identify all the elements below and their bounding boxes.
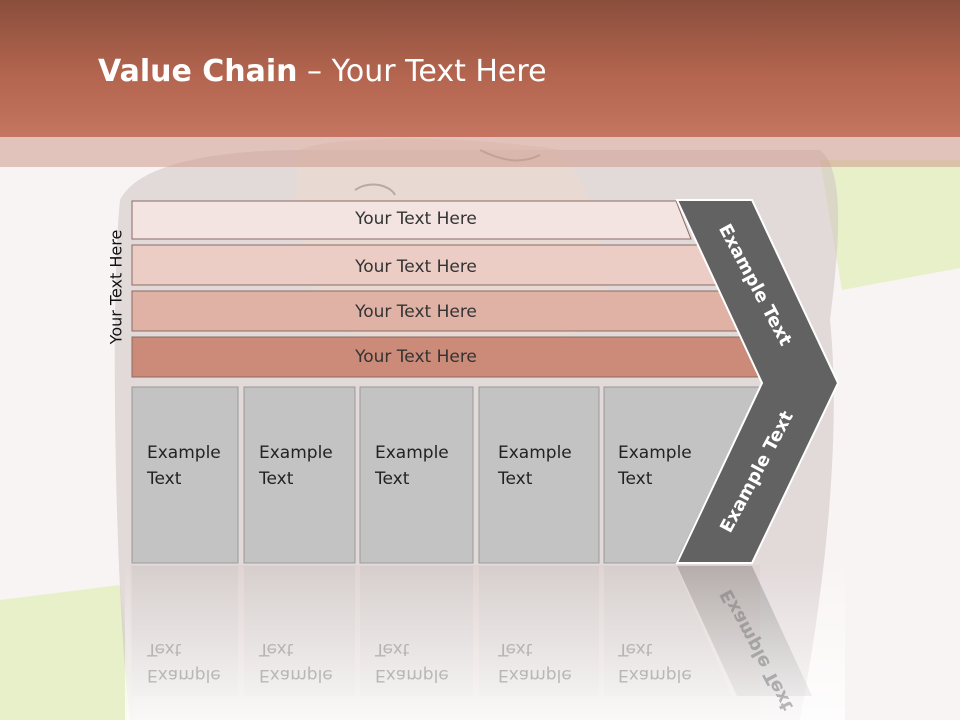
- box-1-line1: Example: [147, 443, 221, 463]
- box-4: [478, 386, 600, 564]
- box-1-reflection-line2: Text: [147, 639, 182, 659]
- box-1-line2: Text: [147, 469, 182, 489]
- box-3-reflection: Example Text: [375, 636, 475, 688]
- box-1-reflection: Example Text: [147, 636, 247, 688]
- box-2-line2: Text: [259, 469, 294, 489]
- box-3-reflection-line1: Example: [375, 665, 449, 685]
- bar-2-label: Your Text Here: [355, 257, 477, 277]
- box-5-line2: Text: [618, 469, 653, 489]
- box-4-reflection-line1: Example: [498, 665, 572, 685]
- slide-title: Value Chain – Your Text Here: [98, 54, 547, 89]
- bar-1-label: Your Text Here: [355, 209, 477, 229]
- box-1: [131, 386, 239, 564]
- box-2-reflection-line2: Text: [259, 639, 294, 659]
- box-5-line1: Example: [618, 443, 692, 463]
- box-3: [359, 386, 474, 564]
- title-rest: – Your Text Here: [297, 54, 547, 89]
- box-4-reflection: Example Text: [498, 636, 598, 688]
- box-2-line1: Example: [259, 443, 333, 463]
- bar-1: [131, 200, 692, 240]
- box-3-line2: Text: [375, 469, 410, 489]
- title-bold: Value Chain: [98, 54, 298, 89]
- header-subband: [0, 137, 960, 167]
- bar-3-label: Your Text Here: [355, 302, 477, 322]
- box-2-reflection-line1: Example: [259, 665, 333, 685]
- box-5-reflection-line2: Text: [618, 639, 653, 659]
- box-2: [243, 386, 356, 564]
- bar-4-label: Your Text Here: [355, 347, 477, 367]
- box-3-line1: Example: [375, 443, 449, 463]
- box-2-reflection: Example Text: [259, 636, 359, 688]
- box-5-reflection: Example Text: [618, 636, 718, 688]
- box-1-reflection-line1: Example: [147, 665, 221, 685]
- header-band: [0, 0, 960, 137]
- box-5-reflection-line1: Example: [618, 665, 692, 685]
- box-4-line2: Text: [498, 469, 533, 489]
- box-4-line1: Example: [498, 443, 572, 463]
- box-3-reflection-line2: Text: [375, 639, 410, 659]
- box-4-reflection-line2: Text: [498, 639, 533, 659]
